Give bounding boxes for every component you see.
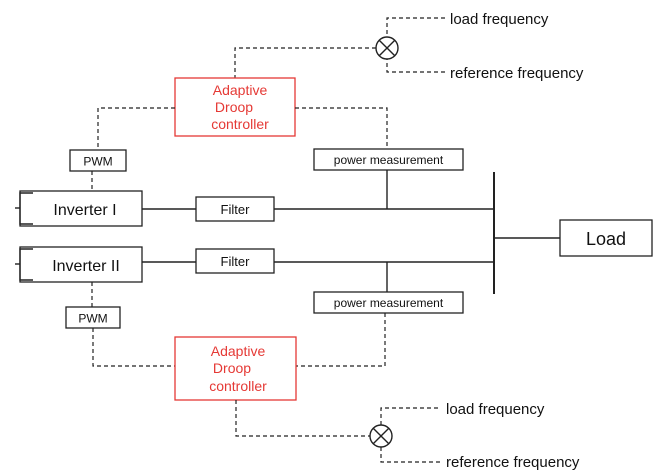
bottom-power-measurement-block [313, 291, 464, 314]
top-reference-frequency-label: reference frequency [450, 65, 584, 82]
top-controller-line-2: Droop [215, 99, 253, 115]
bottom-controller-line-1: Adaptive [211, 343, 266, 359]
inverter-2-block [19, 246, 143, 283]
filter-1-block [195, 196, 275, 222]
filter-2-label: Filter [221, 254, 251, 269]
top-summing-junction-icon [375, 36, 399, 60]
top-pwm-block [69, 149, 127, 172]
load-block [559, 219, 653, 257]
filter-1-label: Filter [221, 202, 251, 217]
bottom-frequency-error-line [235, 400, 370, 437]
bottom-summing-junction-icon [369, 424, 393, 448]
top-reference-frequency-line [386, 59, 445, 73]
top-load-frequency-label: load frequency [450, 11, 549, 28]
bottom-controller-line-2: Droop [213, 360, 251, 376]
inverter-2-label: Inverter II [52, 258, 120, 275]
top-controller-to-pwm-line [97, 107, 175, 150]
top-power-to-controller-line [295, 107, 388, 149]
top-pwm-label: PWM [83, 155, 112, 169]
bottom-load-frequency-line [380, 407, 440, 425]
filter-2-block [195, 248, 275, 274]
bottom-reference-frequency-label: reference frequency [446, 454, 580, 471]
top-controller-line-3: controller [211, 116, 269, 132]
inverter-1-dc-source-icon [15, 192, 33, 225]
top-power-measurement-label: power measurement [334, 153, 444, 167]
load-label: Load [586, 229, 626, 249]
bottom-power-measurement-label: power measurement [334, 296, 444, 310]
top-adaptive-droop-controller [174, 77, 296, 137]
inverter-1-label: Inverter I [53, 202, 116, 219]
top-frequency-error-line [234, 47, 376, 78]
inverter-1-block [19, 190, 143, 227]
top-controller-line-1: Adaptive [213, 82, 268, 98]
bottom-pwm-to-controller-line [92, 328, 175, 367]
bottom-power-to-controller-line [296, 313, 386, 367]
bottom-load-frequency-label: load frequency [446, 401, 545, 418]
top-load-frequency-line [386, 17, 445, 37]
inverter-2-dc-source-icon [15, 248, 33, 281]
top-power-measurement-block [313, 148, 464, 171]
bottom-pwm-label: PWM [78, 312, 107, 326]
bottom-controller-line-3: controller [209, 378, 267, 394]
bottom-reference-frequency-line [380, 447, 440, 463]
